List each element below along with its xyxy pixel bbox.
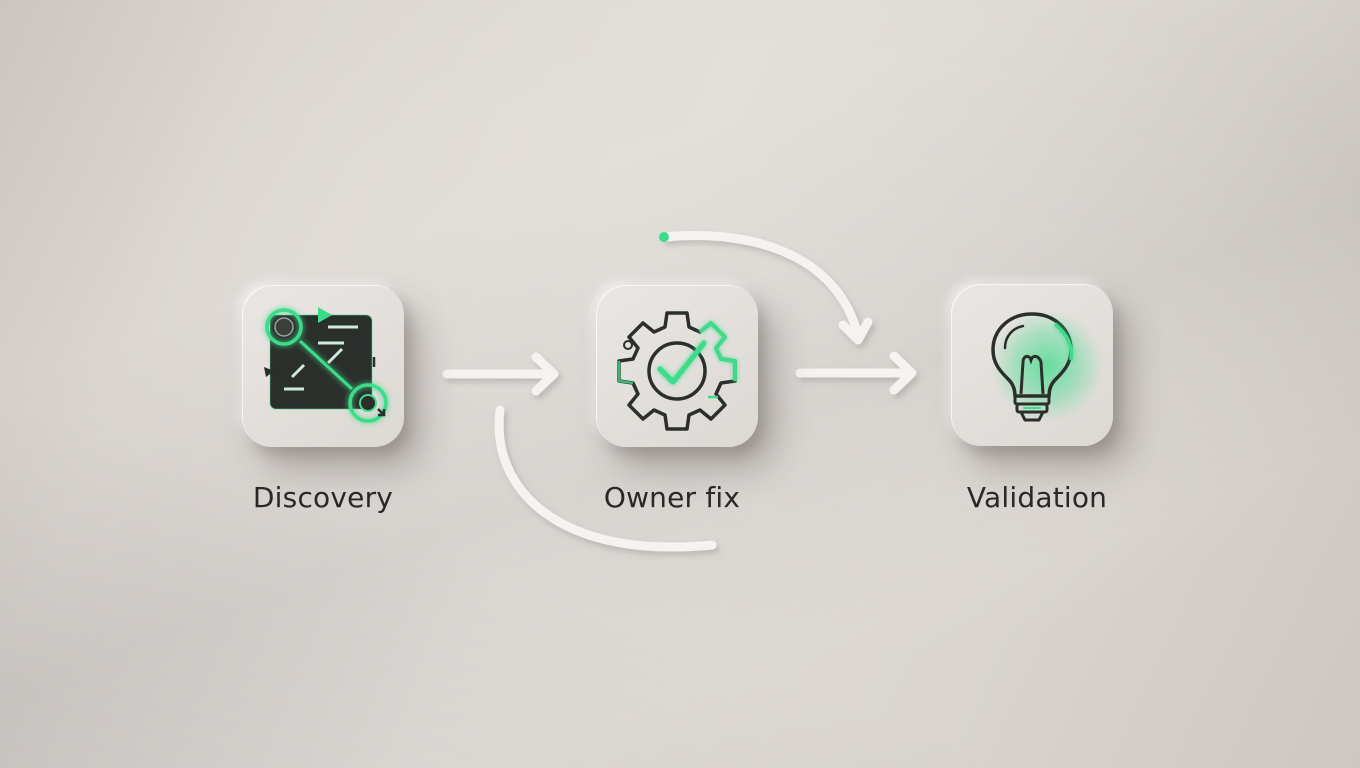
circuit-board-icon bbox=[264, 307, 388, 423]
owner-fix-step-tile[interactable] bbox=[596, 285, 758, 447]
owner-fix-label: Owner fix bbox=[603, 481, 741, 514]
curved-loop-bottom bbox=[494, 405, 717, 552]
validation-step-tile[interactable] bbox=[951, 284, 1113, 446]
connector-start-dot bbox=[659, 232, 669, 242]
lightbulb-icon bbox=[991, 310, 1103, 422]
gear-check-icon bbox=[617, 311, 737, 431]
curved-arrow-top bbox=[660, 231, 863, 341]
validation-label: Validation bbox=[966, 481, 1108, 514]
discovery-label: Discovery bbox=[252, 481, 394, 514]
discovery-step-tile[interactable] bbox=[242, 285, 404, 447]
